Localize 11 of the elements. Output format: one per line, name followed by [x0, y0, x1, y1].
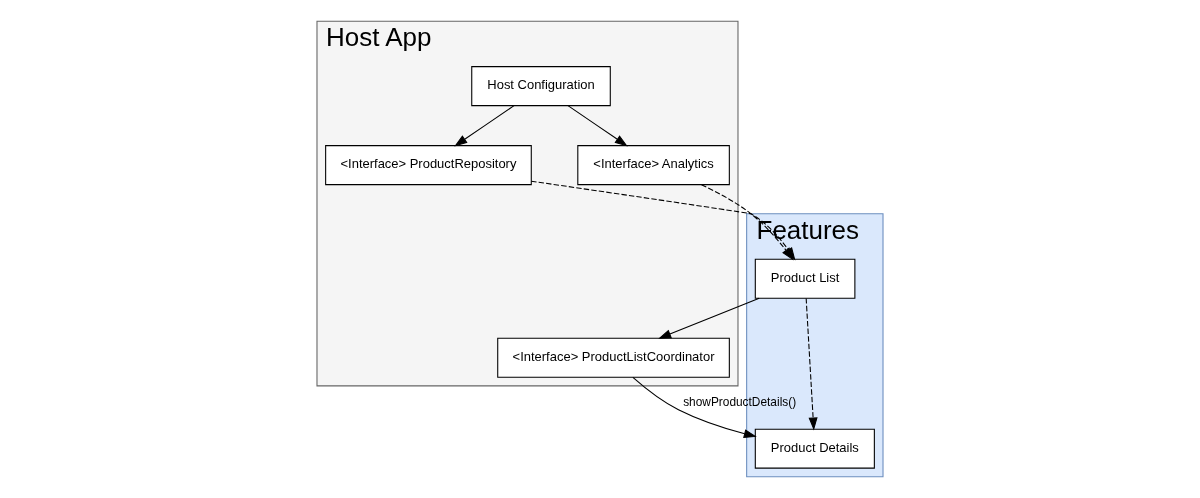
edge-label: showProductDetails() — [683, 395, 797, 410]
arrow — [567, 105, 628, 147]
arrow — [632, 376, 757, 439]
node-box: Product Details — [754, 428, 875, 469]
arrow — [454, 105, 515, 147]
node-box: Product List — [754, 258, 856, 299]
node-box: <Interface> ProductListCoordinator — [497, 337, 730, 378]
arrow — [805, 297, 818, 431]
node-box: Host Configuration — [471, 66, 611, 107]
node-box: <Interface> ProductRepository — [325, 145, 532, 186]
node-box: <Interface> Analytics — [577, 145, 730, 186]
